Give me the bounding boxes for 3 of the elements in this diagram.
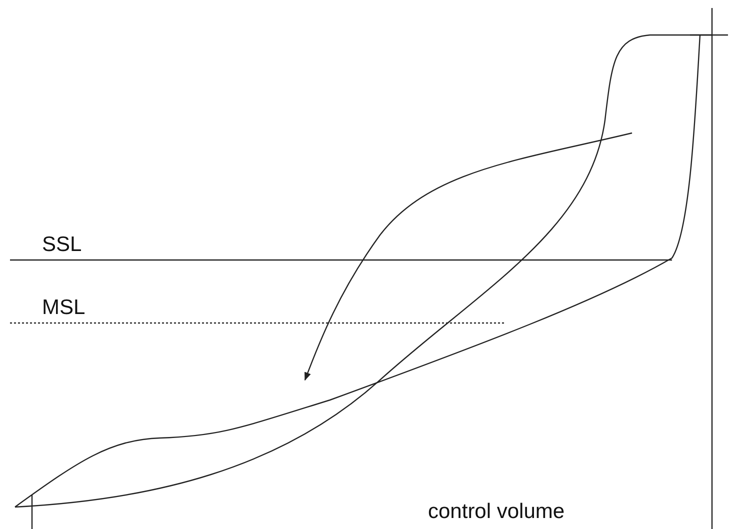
region-label: control volume [428,501,565,522]
line-label: SSL [42,234,82,255]
line-label: MSL [42,297,86,318]
